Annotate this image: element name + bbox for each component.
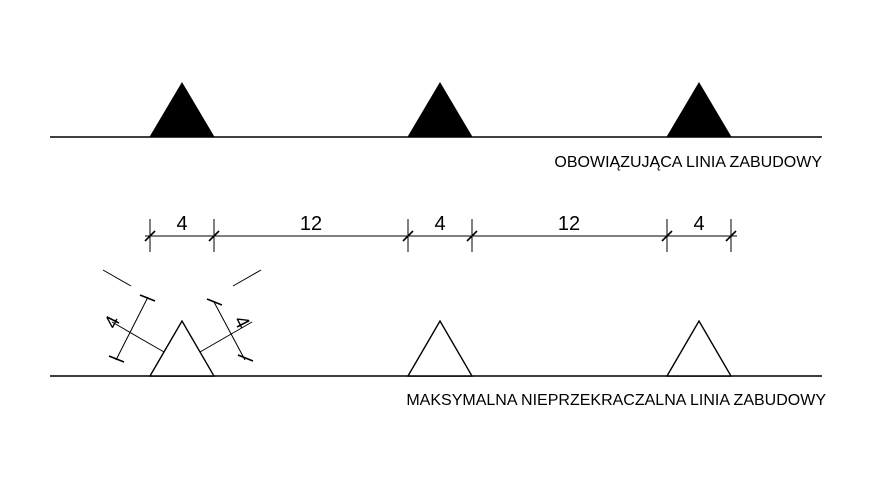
max-line-caption: MAKSYMALNA NIEPRZEKRACZALNA LINIA ZABUDO… <box>406 392 826 409</box>
extension-line <box>232 269 262 287</box>
filled-triangle-marker <box>149 82 215 138</box>
dimension-tick <box>208 230 220 242</box>
dimension-value: 4 <box>434 213 445 235</box>
open-triangle-marker <box>406 319 474 377</box>
mandatory-building-line-symbol <box>50 82 822 138</box>
dimension-tick <box>206 298 223 306</box>
extension-line <box>102 269 132 287</box>
max-building-line-symbol <box>50 319 822 377</box>
dimension-value: 12 <box>300 213 322 235</box>
side-dimension-value: 4 <box>100 312 125 332</box>
dimension-value: 4 <box>693 213 704 235</box>
dimension-tick <box>108 355 125 363</box>
filled-triangle-marker <box>666 82 732 138</box>
left-side-dimension: 4 <box>100 269 165 363</box>
dimension-value: 4 <box>176 213 187 235</box>
dimension-value: 12 <box>558 213 580 235</box>
dimension-tick <box>725 230 737 242</box>
dimension-line <box>213 301 246 361</box>
side-dimension-value: 4 <box>229 312 254 332</box>
spacing-dimension-chain: 4 12 4 12 4 <box>144 213 737 252</box>
open-triangle-marker <box>148 319 216 377</box>
filled-triangle-marker <box>407 82 473 138</box>
dimension-tick <box>144 230 156 242</box>
dimension-tick <box>661 230 673 242</box>
dimension-tick <box>402 230 414 242</box>
extension-line <box>111 321 165 353</box>
dimension-tick <box>139 294 156 302</box>
dimension-tick <box>466 230 478 242</box>
extension-line <box>199 321 253 353</box>
open-triangle-marker <box>665 319 733 377</box>
dimension-tick <box>237 354 254 362</box>
dimension-line <box>115 296 149 361</box>
right-side-dimension: 4 <box>199 269 262 362</box>
mandatory-line-caption: OBOWIĄZUJĄCA LINIA ZABUDOWY <box>554 154 822 171</box>
